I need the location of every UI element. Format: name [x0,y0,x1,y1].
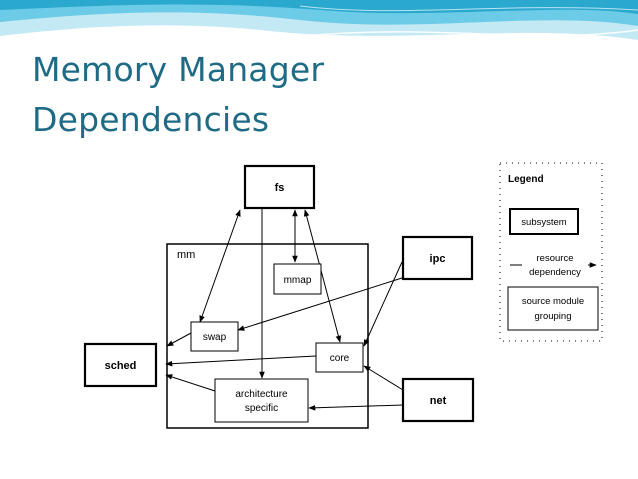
module-arch-label-line-2: specific [245,403,278,414]
legend: Legend subsystem resource dependency sou… [499,162,603,342]
legend-subsystem-label: subsystem [521,217,566,228]
arrow-net-core [363,365,404,391]
node-fs-box [243,164,316,210]
arrow-ipc-swap [237,277,403,331]
node-fs-label: fs [275,182,285,194]
arrow-fs-core [303,209,342,343]
legend-title: Legend [508,174,544,185]
legend-dependency-label-line-2: dependency [529,267,581,278]
dependency-arrows [165,208,404,411]
arrow-core-sched [165,355,317,367]
node-net-box [401,377,475,423]
legend-dependency-label-line-1: resource [537,253,574,264]
node-ipc-box [401,235,474,281]
module-core-label: core [330,353,350,364]
node-ipc-label: ipc [430,253,446,265]
legend-module-label-line-2: grouping [535,311,572,322]
node-sched-box [83,342,158,388]
module-core-box [315,342,364,373]
slide-title-line-1: Memory Manager [32,50,325,89]
arrow-arch-sched [165,374,216,392]
header-wave-decoration [0,0,638,60]
arrow-ipc-core [363,261,403,347]
mm-container-label: mm [177,249,195,261]
module-arch-label-line-1: architecture [235,389,288,400]
arrow-swap-sched [166,332,192,347]
module-mmap-box [273,263,322,295]
module-mmap-label: mmap [284,275,312,286]
legend-module-label-line-1: source module [522,296,584,307]
node-net-label: net [430,395,447,407]
arrow-net-arch [308,404,404,411]
legend-frame [499,162,603,342]
legend-subsystem-box [509,208,579,235]
module-architecture-specific-box [214,378,309,423]
legend-module-box [507,286,599,331]
slide-title-line-2: Dependencies [32,100,270,139]
node-sched-label: sched [105,360,137,372]
arrow-fs-swap [199,209,241,323]
module-swap-box [190,321,239,352]
module-swap-label: swap [203,332,227,343]
